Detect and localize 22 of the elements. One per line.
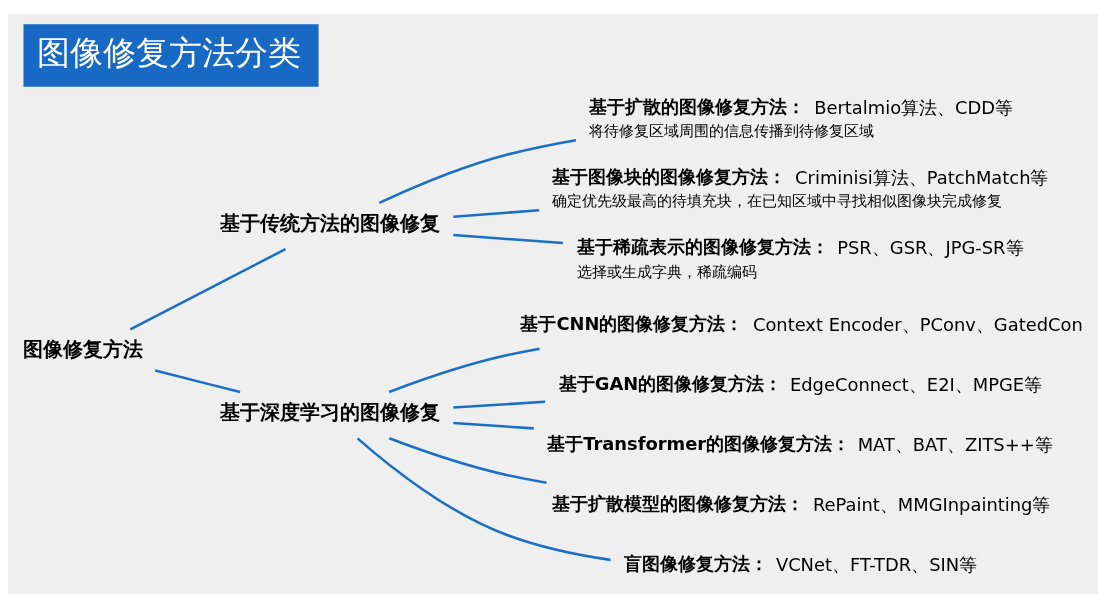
node-text: 基于扩散的图像修复方法： Bertalmio算法、CDD等 将待修复区域周围的信息传播到待修复区域 [589, 95, 1014, 141]
node-text: 基于传统方法的图像修复 [220, 210, 441, 235]
node-text: 基于扩散模型的图像修复方法： RePaint、MMGInpainting等 [552, 492, 1051, 516]
node-text: 图像修复方法 [23, 337, 144, 362]
connector [453, 400, 546, 409]
connector [129, 248, 287, 331]
connector [453, 208, 540, 219]
connector [453, 421, 534, 430]
connector [388, 347, 540, 394]
connector [154, 369, 241, 394]
connector [356, 437, 611, 562]
node-text: 基于GAN的图像修复方法： EdgeConnect、E2I、MPGE等 [558, 372, 1043, 396]
node-text: 基于CNN的图像修复方法： Context Encoder、PConv、GatedCon [520, 312, 1083, 336]
connector [388, 437, 547, 485]
connector [453, 233, 563, 245]
node-text: 盲图像修复方法： VCNet、FT-TDR、SIN等 [623, 552, 978, 576]
node-text: 基于图像块的图像修复方法： Criminisi算法、PatchMatch等 确定优先级最高的待填充块，在已知区域中寻找相似图像块完成修复 [552, 165, 1049, 211]
node-text: 基于稀疏表示的图像修复方法： PSR、GSR、JPG-SR等 选择或生成字典，稀疏编码 [576, 236, 1024, 281]
diagram-title: 图像修复方法分类 [36, 33, 301, 73]
node-text: 基于深度学习的图像修复 [220, 399, 441, 424]
node-text: 基于Transformer的图像修复方法： MAT、BAT、ZITS++等 [547, 432, 1053, 456]
connector [378, 138, 577, 205]
